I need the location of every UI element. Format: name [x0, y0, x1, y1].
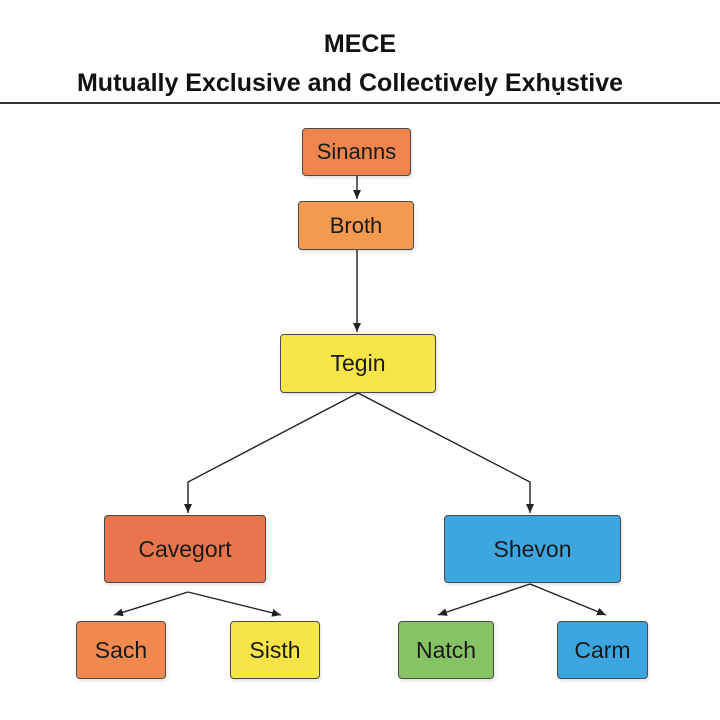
- node-sinanns: Sinanns: [302, 128, 411, 176]
- edge-shevon-carm: [529, 583, 607, 616]
- edge-cavegort-sach: [113, 591, 189, 617]
- node-label-broth: Broth: [329, 212, 383, 238]
- node-cavegort: Cavegort: [104, 515, 266, 583]
- node-natch: Natch: [398, 621, 494, 679]
- node-label-natch: Natch: [415, 636, 477, 663]
- node-label-tegin: Tegin: [330, 350, 386, 376]
- node-carm: Carm: [557, 621, 648, 679]
- edge-tegin-cavegort: [184, 392, 359, 513]
- node-broth: Broth: [298, 201, 414, 250]
- edge-cavegort-sisth: [187, 591, 282, 617]
- edge-shevon-natch: [437, 583, 531, 616]
- node-sach: Sach: [76, 621, 166, 679]
- node-label-sisth: Sisth: [249, 636, 301, 663]
- node-sisth: Sisth: [230, 621, 320, 679]
- node-tegin: Tegin: [280, 334, 436, 393]
- title-divider: [0, 102, 720, 104]
- edge-tegin-shevon: [357, 392, 534, 513]
- node-label-cavegort: Cavegort: [138, 535, 232, 562]
- node-label-sinanns: Sinanns: [316, 139, 397, 164]
- diagram-title: MECE: [323, 30, 397, 58]
- diagram-subtitle: Mutually Exclusive and Collectively Exhu…: [76, 69, 624, 97]
- node-label-sach: Sach: [94, 636, 148, 663]
- node-label-carm: Carm: [574, 636, 631, 663]
- node-label-shevon: Shevon: [493, 535, 572, 562]
- node-shevon: Shevon: [444, 515, 621, 583]
